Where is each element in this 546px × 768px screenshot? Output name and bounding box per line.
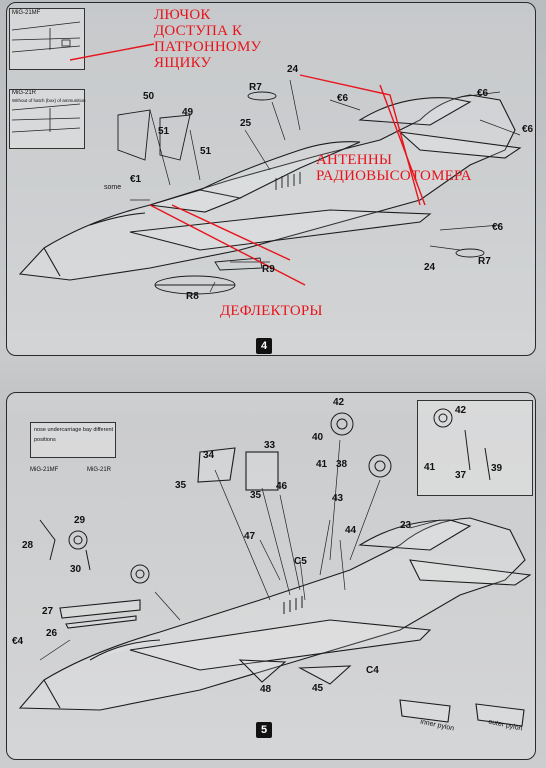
inset-mig21mf-label: MiG-21MF <box>12 10 41 16</box>
part-41a-label: 41 <box>316 459 328 470</box>
deflectors-annotation: ДЕФЛЕКТОРЫ <box>220 303 323 319</box>
part-44-label: 44 <box>345 525 357 536</box>
part-29-label: 29 <box>74 515 86 526</box>
part-38-label: 38 <box>336 459 348 470</box>
gear-detail-inset <box>417 400 533 496</box>
part-c6a-label: €6 <box>337 93 349 104</box>
inset-mig21r <box>9 89 85 149</box>
antennas-annotation: АНТЕННЫ РАДИОВЫСОТОМЕРА <box>316 152 472 184</box>
part-34-label: 34 <box>203 450 215 461</box>
part-23-label: 23 <box>400 520 412 531</box>
part-40-label: 40 <box>312 432 324 443</box>
part-25-label: 25 <box>240 118 252 129</box>
inset5-mf-label: MiG-21MF <box>30 467 59 473</box>
inset5-r-label: MiG-21R <box>87 467 112 473</box>
part-24a-label: 24 <box>287 64 299 75</box>
part-45-label: 45 <box>312 683 324 694</box>
hatch-annotation: ЛЮЧОК ДОСТУПА К ПАТРОННОМУ ЯЩИКУ <box>154 7 262 71</box>
part-42a-label: 42 <box>333 397 345 408</box>
part-R8-label: R8 <box>186 291 199 302</box>
part-26-label: 26 <box>46 628 58 639</box>
nose-bay-inset <box>30 422 116 458</box>
part-48-label: 48 <box>260 684 272 695</box>
step-4-number: 4 <box>256 338 272 354</box>
part-50-label: 50 <box>143 91 155 102</box>
part-51b-label: 51 <box>200 146 212 157</box>
part-c6b-label: €6 <box>477 88 489 99</box>
part-c6c-label: €6 <box>522 124 534 135</box>
part-43-label: 43 <box>332 493 344 504</box>
part-R7a-label: R7 <box>249 82 262 93</box>
some-label: some <box>104 184 122 191</box>
part-c1-label: €1 <box>130 174 142 185</box>
part-c5-label: C5 <box>294 556 307 567</box>
inset-mig21r-note: Without of hatch (box) of ammunition <box>12 98 86 103</box>
part-c4b-label: C4 <box>366 665 379 676</box>
part-41b-label: 41 <box>424 462 436 473</box>
part-24b-label: 24 <box>424 262 436 273</box>
part-35a-label: 35 <box>175 480 187 491</box>
part-42b-label: 42 <box>455 405 467 416</box>
part-47-label: 47 <box>244 531 256 542</box>
nose-bay-inset-title: nose undercarriage bay different positio… <box>34 427 114 443</box>
part-28-label: 28 <box>22 540 34 551</box>
part-37-label: 37 <box>455 470 467 481</box>
part-30-label: 30 <box>70 564 82 575</box>
part-33-label: 33 <box>264 440 276 451</box>
part-27-label: 27 <box>42 606 54 617</box>
step-4-panel <box>6 2 536 356</box>
part-R9-label: R9 <box>262 264 275 275</box>
part-51a-label: 51 <box>158 126 170 137</box>
part-R7b-label: R7 <box>478 256 491 267</box>
step-5-number: 5 <box>256 722 272 738</box>
part-49-label: 49 <box>182 107 194 118</box>
part-46-label: 46 <box>276 481 288 492</box>
part-c4a-label: €4 <box>12 636 24 647</box>
part-c6d-label: €6 <box>492 222 504 233</box>
part-39-label: 39 <box>491 463 503 474</box>
inset-mig21r-label: MiG-21R <box>12 90 37 96</box>
part-35b-label: 35 <box>250 490 262 501</box>
